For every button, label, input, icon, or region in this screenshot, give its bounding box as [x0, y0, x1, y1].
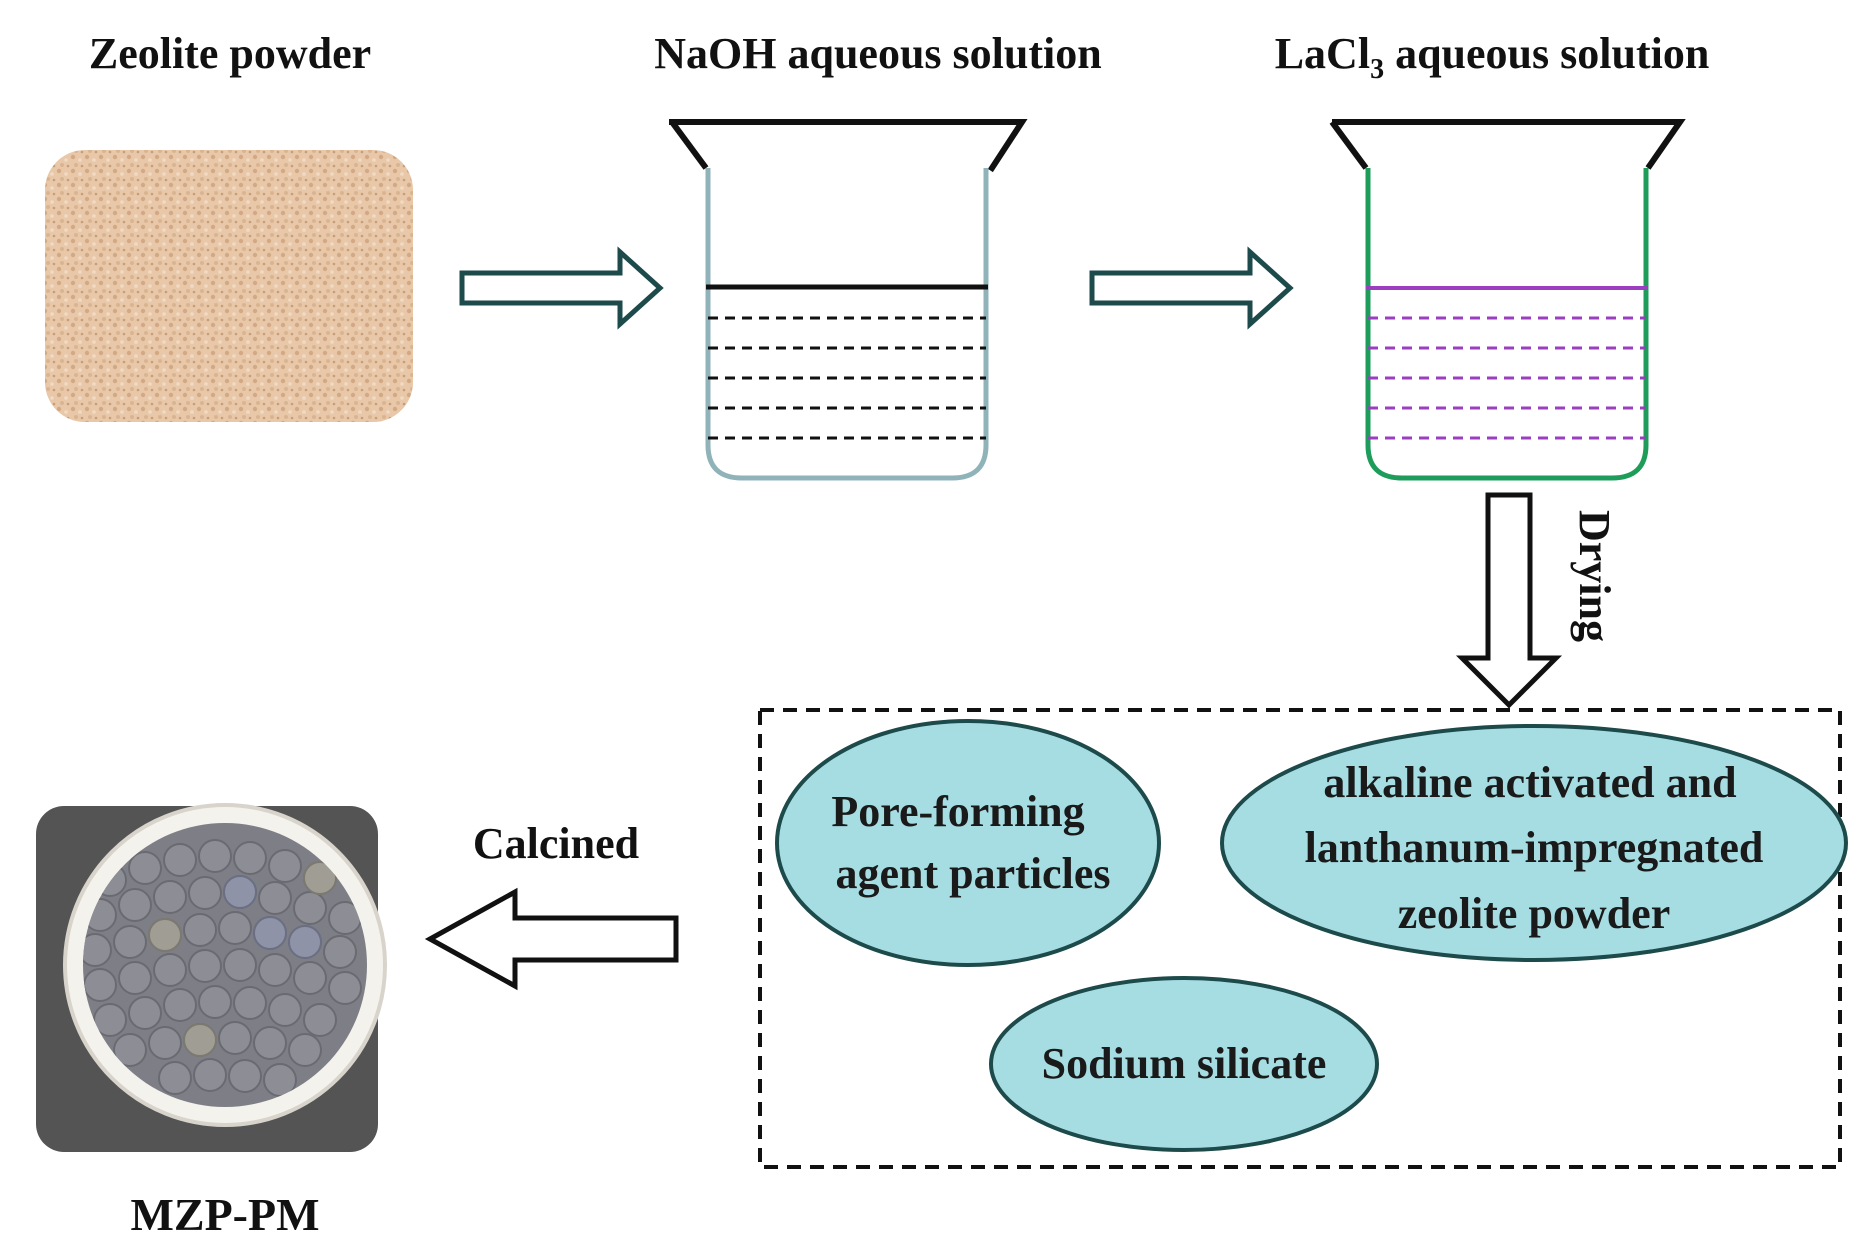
zeolite-ellipse-line1: alkaline activated and [1323, 758, 1736, 807]
zeolite-ellipse-line3: zeolite powder [1398, 889, 1670, 938]
pore-forming-line1: Pore-forming [831, 787, 1084, 836]
lacl3-solution-label: LaCl3 aqueous solution [1275, 29, 1710, 85]
pore-forming-line2: agent particles [836, 849, 1111, 898]
arrow-left [424, 887, 679, 991]
arrow-right-1 [459, 246, 664, 330]
calcined-label: Calcined [473, 819, 639, 868]
lacl3-beaker [1329, 119, 1686, 481]
arrow-right-2 [1089, 246, 1294, 330]
sodium-silicate-ellipse: Sodium silicate [989, 976, 1379, 1152]
lacl3-prefix: LaCl [1275, 29, 1370, 78]
drying-label: Drying [1570, 510, 1619, 642]
naoh-solution-label: NaOH aqueous solution [654, 29, 1101, 78]
zeolite-ellipse-line2: lanthanum-impregnated [1305, 823, 1764, 872]
naoh-beaker [669, 119, 1028, 481]
mixture-box [758, 708, 1842, 1169]
lacl3-subscript: 3 [1370, 54, 1384, 85]
lacl3-suffix: aqueous solution [1384, 29, 1709, 78]
zeolite-powder-image [45, 150, 413, 422]
pore-forming-agent-ellipse: Pore-forming agent particles [775, 719, 1161, 967]
mzp-pm-label: MZP-PM [130, 1189, 319, 1240]
zeolite-powder-label: Zeolite powder [89, 29, 371, 78]
arrow-down [1455, 492, 1563, 709]
sodium-silicate-label: Sodium silicate [1042, 1039, 1327, 1088]
zeolite-powder-ellipse: alkaline activated and lanthanum-impregn… [1220, 724, 1848, 962]
mzp-pm-image [36, 803, 387, 1152]
